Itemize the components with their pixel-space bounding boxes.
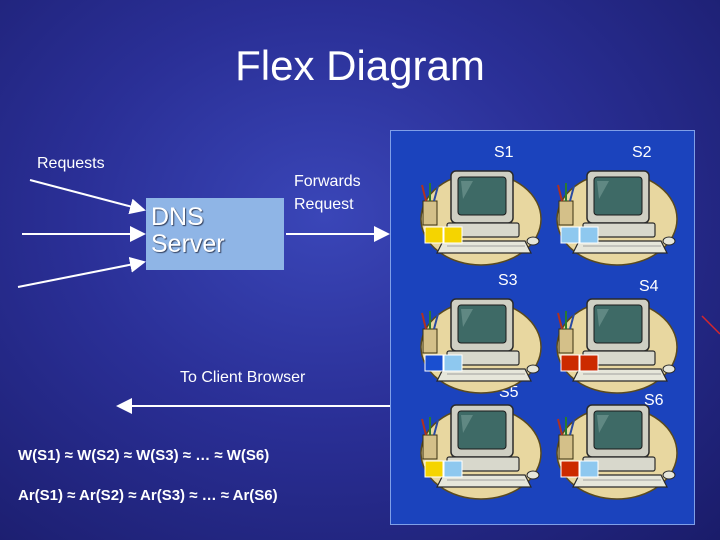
formula-ar: Ar(S1) ≈ Ar(S2) ≈ Ar(S3) ≈ … ≈ Ar(S6): [18, 487, 278, 504]
status-indicator: [560, 460, 599, 478]
pencil-cup-icon: [421, 183, 439, 226]
server-label-s6: S6: [644, 392, 664, 409]
status-indicator: [424, 460, 463, 478]
pencil-cup-icon: [421, 311, 439, 354]
pencil-cup-icon: [557, 417, 575, 460]
monitor-icon: [572, 404, 676, 488]
dns-server-label: DNS Server: [151, 203, 225, 258]
server-label-s4: S4: [639, 278, 659, 295]
server-s5: [413, 393, 543, 508]
status-indicator: [560, 226, 599, 244]
pencil-cup-icon: [557, 311, 575, 354]
formula-w: W(S1) ≈ W(S2) ≈ W(S3) ≈ … ≈ W(S6): [18, 447, 270, 464]
server-label-s3: S3: [498, 272, 518, 289]
forwards-request-label: Forwards Request: [294, 173, 361, 213]
server-s6: [549, 393, 679, 508]
server-s3: [413, 287, 543, 402]
monitor-icon: [572, 298, 676, 382]
requests-label: Requests: [37, 155, 105, 172]
monitor-icon: [436, 170, 540, 254]
monitor-icon: [572, 170, 676, 254]
server-s4: [549, 287, 679, 402]
server-label-s2: S2: [632, 144, 652, 161]
page-title: Flex Diagram: [235, 42, 485, 89]
server-s2: [549, 159, 679, 274]
decorative-line: [701, 315, 720, 335]
server-s1: [413, 159, 543, 274]
pencil-cup-icon: [421, 417, 439, 460]
request-arrow-3: [17, 256, 146, 288]
dns-server-box: DNS Server: [146, 198, 284, 270]
monitor-icon: [436, 404, 540, 488]
pencil-cup-icon: [557, 183, 575, 226]
request-arrow-1: [29, 179, 146, 215]
status-indicator: [424, 226, 463, 244]
status-indicator: [560, 354, 599, 372]
monitor-icon: [436, 298, 540, 382]
status-indicator: [424, 354, 463, 372]
client-browser-label: To Client Browser: [180, 369, 306, 386]
server-label-s1: S1: [494, 144, 514, 161]
server-panel: S1 S2 S3 S4 S5 S6: [390, 130, 695, 525]
